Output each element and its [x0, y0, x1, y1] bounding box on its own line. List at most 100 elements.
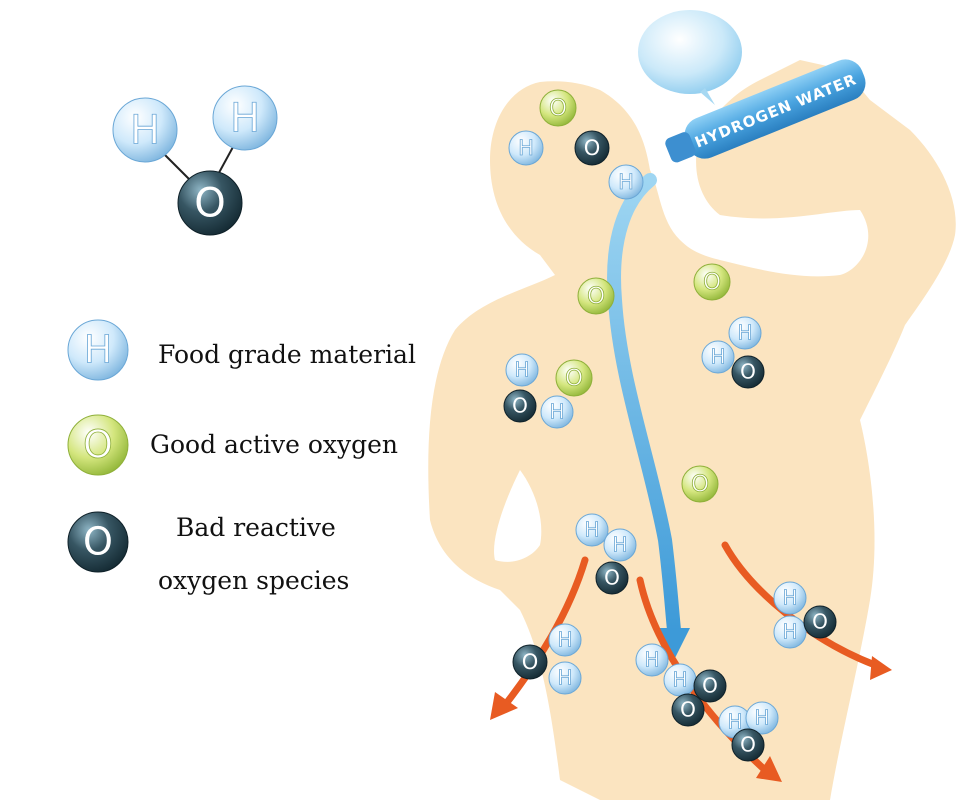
hydrogen-atom-circle — [505, 353, 539, 387]
bad-oxygen-atom-letter: O — [702, 674, 718, 698]
legend-label-good-oxygen: Good active oxygen — [150, 430, 399, 459]
hydrogen-atom: H — [728, 316, 762, 350]
bad-oxygen-atom-circle — [671, 693, 705, 727]
arrow-right-head — [870, 656, 892, 680]
hydrogen-atom: H — [745, 701, 779, 735]
bad-oxygen-atom-circle — [574, 130, 610, 166]
bad-oxygen-atom-letter: O — [740, 733, 756, 757]
hydrogen-atom: H — [608, 164, 644, 200]
legend-label-hydrogen: Food grade material — [158, 340, 416, 369]
good-oxygen-atom: O — [693, 263, 731, 301]
good-oxygen-atom-letter: O — [549, 96, 567, 122]
hydrogen-atom: H — [635, 643, 669, 677]
molecule-hydrogen-atom-circle — [112, 97, 178, 163]
bad-oxygen-atom-letter: O — [604, 566, 620, 590]
good-oxygen-atom-letter: O — [703, 270, 721, 296]
legend-icon-good-oxygen-letter: O — [83, 423, 113, 467]
bad-oxygen-atom: O — [595, 561, 629, 595]
molecule-oxygen-atom-letter: O — [194, 180, 225, 226]
hydrogen-atom: H — [508, 130, 544, 166]
hydrogen-atom-letter: H — [618, 170, 634, 194]
hydrogen-atom-letter: H — [557, 628, 572, 652]
bad-oxygen-atom: O — [803, 605, 837, 639]
hydrogen-atom-letter: H — [612, 533, 627, 557]
good-oxygen-atom-letter: O — [565, 366, 583, 392]
hydrogen-atom-letter: H — [754, 706, 769, 730]
molecule-hydrogen-atom-circle — [212, 85, 278, 151]
hydrogen-atom-circle — [548, 661, 582, 695]
bad-oxygen-atom-circle — [803, 605, 837, 639]
hydrogen-atom-circle — [773, 615, 807, 649]
hydrogen-atom: H — [540, 395, 574, 429]
hydrogen-atom-letter: H — [727, 710, 742, 734]
bad-oxygen-atom: O — [512, 644, 548, 680]
hydrogen-atom-letter: H — [782, 586, 797, 610]
water-stream — [607, 173, 681, 637]
good-oxygen-atom: O — [681, 465, 719, 503]
hydrogen-atom-letter: H — [737, 321, 752, 345]
hydrogen-atom: H — [575, 513, 609, 547]
hydrogen-atom: H — [505, 353, 539, 387]
arrow-center-head — [756, 756, 782, 782]
legend-label-bad-oxygen-1: Bad reactive — [176, 513, 336, 542]
good-oxygen-atom-circle — [577, 277, 615, 315]
bad-oxygen-atom: O — [731, 355, 765, 389]
hydrogen-atom-letter: H — [710, 345, 725, 369]
hydrogen-atom-circle — [773, 581, 807, 615]
good-oxygen-atom-circle — [681, 465, 719, 503]
hydrogen-atom-circle — [540, 395, 574, 429]
molecule-hydrogen-atom-letter: H — [130, 107, 160, 153]
hydrogen-atom-letter: H — [514, 358, 529, 382]
hydrogen-atom-circle — [701, 340, 735, 374]
hydrogen-atom-letter: H — [557, 666, 572, 690]
hydrogen-atom-letter: H — [672, 668, 687, 692]
bad-oxygen-atom-letter: O — [740, 360, 756, 384]
legend-label-bad-oxygen-2: oxygen species — [158, 566, 350, 595]
hydrogen-atom-circle — [608, 164, 644, 200]
bad-oxygen-atom-circle — [503, 389, 537, 423]
body-waist — [494, 470, 542, 562]
hydrogen-atom: H — [548, 623, 582, 657]
molecule-oxygen-atom-circle — [177, 170, 243, 236]
bad-oxygen-atom-letter: O — [522, 650, 539, 674]
hydrogen-atom-circle — [728, 316, 762, 350]
hydrogen-atom-circle — [603, 528, 637, 562]
hydrogen-atom: H — [773, 581, 807, 615]
bad-oxygen-atom-letter: O — [584, 136, 601, 160]
bad-oxygen-atom-circle — [512, 644, 548, 680]
water-bubble — [638, 10, 742, 105]
hydrogen-atom-letter: H — [549, 400, 564, 424]
hydrogen-atom-letter: H — [644, 648, 659, 672]
hydrogen-atom: H — [603, 528, 637, 562]
good-oxygen-atom-letter: O — [691, 472, 709, 498]
hydrogen-atom: H — [701, 340, 735, 374]
legend-icon-hydrogen-circle — [67, 319, 129, 381]
bad-oxygen-atom-circle — [595, 561, 629, 595]
legend-icon-bad-oxygen-letter: O — [83, 520, 113, 564]
legend-icon-bad-oxygen-circle — [67, 511, 129, 573]
stream-arrowhead — [658, 628, 690, 660]
hydrogen-atom-letter: H — [782, 620, 797, 644]
bad-oxygen-atom-circle — [693, 669, 727, 703]
good-oxygen-atom-circle — [539, 89, 577, 127]
legend-icon-good-oxygen-circle — [67, 414, 129, 476]
hydrogen-atom-circle — [508, 130, 544, 166]
bad-oxygen-atom: O — [574, 130, 610, 166]
legend-icon-bad-oxygen: O — [67, 511, 129, 573]
bad-oxygen-atom-letter: O — [512, 394, 528, 418]
molecule-hydrogen-atom: H — [212, 85, 278, 151]
molecule-hydrogen-atom: H — [112, 97, 178, 163]
hydrogen-atom: H — [548, 661, 582, 695]
good-oxygen-atom-letter: O — [587, 284, 605, 310]
hydrogen-atom-letter: H — [518, 136, 534, 160]
legend-icon-hydrogen: H — [67, 319, 129, 381]
bad-oxygen-atom: O — [503, 389, 537, 423]
arrow-left-head — [490, 692, 518, 720]
legend-icon-hydrogen-letter: H — [84, 328, 113, 372]
good-oxygen-atom-circle — [693, 263, 731, 301]
good-oxygen-atom-circle — [555, 359, 593, 397]
good-oxygen-atom: O — [577, 277, 615, 315]
molecule-oxygen-atom: O — [177, 170, 243, 236]
